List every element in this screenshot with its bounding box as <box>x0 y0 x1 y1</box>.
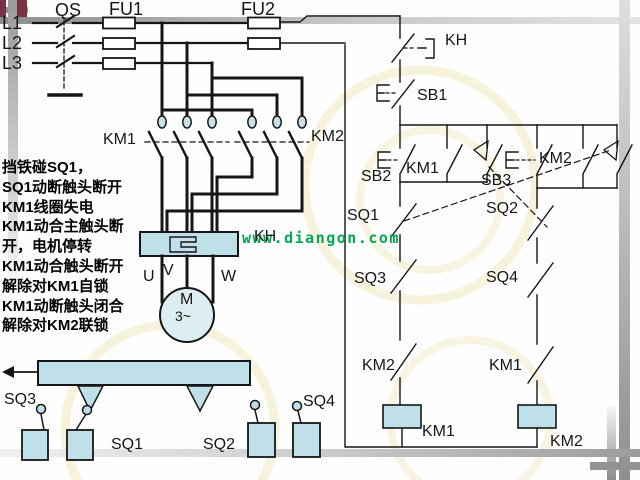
note-line: KM1动断触头闭合 <box>2 297 124 315</box>
travel-arrow-head <box>2 366 14 378</box>
motor-circle <box>159 287 215 343</box>
label-phase-w: W <box>221 268 237 285</box>
label-sb2: SB2 <box>361 168 392 185</box>
bottom-right-horizontal-bar <box>590 462 640 470</box>
label-sq2-contact: SQ2 <box>486 200 519 217</box>
label-km1-hold: KM1 <box>406 160 439 177</box>
label-sb1: SB1 <box>417 87 448 104</box>
km2-main-contacts <box>237 130 304 160</box>
note-line: 挡铁碰SQ1， <box>2 159 93 176</box>
label-km2-coil: KM2 <box>550 433 583 450</box>
label-kh-contact: KH <box>445 32 468 49</box>
km1-coil <box>382 404 422 429</box>
label-phase-u: U <box>143 268 155 285</box>
sq1-nc-contact <box>390 181 417 262</box>
sq2-nc-contact <box>527 187 554 264</box>
label-motor-3ph: 3~ <box>175 308 191 324</box>
label-sq3-switch: SQ3 <box>4 391 37 408</box>
km1-interlock-contact <box>527 346 554 406</box>
label-qs: QS <box>55 0 82 20</box>
note-text-block: 挡铁碰SQ1， SQ1动断触头断开 KM1线圈失电 KM1动合主触头断 开，电机… <box>2 158 170 336</box>
top-horizontal-bar <box>0 17 640 24</box>
fu1-fuses <box>102 16 136 70</box>
sb3-contact <box>505 124 553 189</box>
worktable-bar <box>37 360 251 386</box>
label-sq4-switch: SQ4 <box>303 393 336 410</box>
limit-switch-sq3 <box>21 403 49 461</box>
sb1-contact <box>376 79 415 109</box>
note-line: 解除对KM1自锁 <box>2 277 109 295</box>
sq2-no-contact <box>472 124 503 183</box>
label-sq2-switch: SQ2 <box>203 436 236 453</box>
label-km2-interlock: KM2 <box>362 357 395 374</box>
power-circuit <box>31 14 401 343</box>
maroon-square-2 <box>17 0 27 17</box>
label-l2: L2 <box>2 33 23 53</box>
sq3-nc-contact <box>390 259 417 341</box>
label-sq3-contact: SQ3 <box>354 270 387 287</box>
label-sb3: SB3 <box>481 172 512 189</box>
limit-switch-sq2 <box>247 399 276 458</box>
bottom-right-vertical-bar <box>607 406 616 480</box>
label-sq1-switch: SQ1 <box>111 436 144 453</box>
label-sq1-contact: SQ1 <box>347 207 380 224</box>
right-vertical-bar <box>619 0 630 480</box>
note-line: KM1动合主触头断 <box>2 218 124 236</box>
note-line: KM1线圈失电 <box>2 198 94 216</box>
label-phase-v: V <box>163 262 174 279</box>
label-km1-interlock: KM1 <box>489 357 522 374</box>
note-line: KM1动合触头断开 <box>2 257 124 275</box>
note-line: 解除对KM2联锁 <box>2 317 109 335</box>
label-km1-coil: KM1 <box>422 423 455 440</box>
label-fu2: FU2 <box>241 0 276 19</box>
limit-switch-sq4 <box>291 400 321 458</box>
km1-main-contacts <box>147 130 214 160</box>
control-circuit <box>344 15 633 448</box>
label-motor-m: M <box>180 291 194 308</box>
fu2-fuses <box>247 16 281 50</box>
km2-coil <box>517 404 557 429</box>
kh-heater-symbol <box>169 236 197 253</box>
label-km2-hold: KM2 <box>539 150 572 167</box>
label-km2-main: KM2 <box>311 128 344 145</box>
sq2-linkage-dashed <box>488 166 548 228</box>
dog-cam-1 <box>76 385 105 413</box>
label-fu1: FU1 <box>109 0 144 19</box>
sq1-no-contact <box>602 124 633 189</box>
limit-switch-sq1 <box>66 404 94 461</box>
km2-hold-contact <box>582 124 599 189</box>
mechanism-diagram <box>2 360 321 461</box>
main-contact-terminals <box>157 115 307 129</box>
label-km1-main: KM1 <box>103 131 136 148</box>
label-kh-block: KH <box>254 228 277 245</box>
maroon-square-1 <box>0 0 6 17</box>
label-l1: L1 <box>2 13 23 33</box>
note-line: SQ1动断触头断开 <box>2 178 123 196</box>
label-sq4-contact: SQ4 <box>486 269 519 286</box>
kh-contact <box>391 33 435 63</box>
qs-switch <box>47 14 83 97</box>
label-l3: L3 <box>2 53 23 73</box>
km2-interlock-contact <box>390 343 417 406</box>
control-feed-wires <box>279 15 401 44</box>
dog-cam-2 <box>185 385 215 413</box>
sq4-nc-contact <box>527 262 554 345</box>
km1-hold-contact <box>446 124 463 183</box>
site-watermark: www.diangon.com <box>242 229 400 247</box>
left-vertical-bar <box>8 0 18 298</box>
note-line: 开，电机停转 <box>2 238 93 256</box>
sb2-contact <box>377 124 416 183</box>
